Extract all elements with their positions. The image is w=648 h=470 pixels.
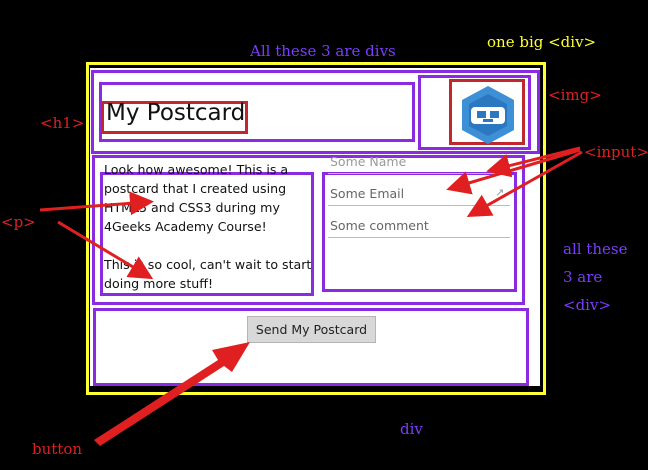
title-div-outline — [99, 82, 415, 142]
div-bottom-annotation: div — [400, 420, 423, 438]
img-annotation: <img> — [548, 86, 602, 104]
all-these-annotation-line1: all these — [563, 240, 628, 258]
comment-input[interactable]: Some comment — [328, 212, 510, 238]
arrow-input-2 — [446, 148, 581, 195]
all-these-annotation-line2: 3 are — [563, 268, 603, 286]
img-outline — [449, 79, 525, 145]
header-wrapper-div-outline — [91, 70, 540, 154]
body-wrapper-div-outline — [92, 155, 525, 305]
send-postcard-button[interactable]: Send My Postcard — [247, 316, 376, 343]
4geeks-robot-icon — [462, 86, 514, 144]
button-annotation: button — [32, 440, 83, 458]
page-title: My Postcard — [106, 100, 246, 126]
arrow-button — [94, 342, 250, 446]
h1-annotation: <h1> — [40, 114, 85, 132]
resize-handle-icon: ↗ — [495, 186, 505, 199]
text-div-outline — [100, 172, 314, 296]
p-annotation: <p> — [1, 213, 36, 231]
footer-div-outline — [93, 308, 529, 386]
one-big-div-annotation: one big <div> — [487, 33, 597, 51]
arrow-p-2 — [57, 220, 154, 280]
arrow-input-1 — [486, 146, 581, 178]
all-these-annotation-line3: <div> — [563, 296, 612, 314]
outer-div-outline — [86, 62, 546, 395]
paragraph-text-2: This is so cool, can't wait to start doi… — [104, 257, 312, 291]
input-annotation: <input> — [584, 143, 648, 161]
divs-top-annotation: All these 3 are divs — [250, 42, 396, 60]
logo-div-outline — [418, 75, 531, 150]
arrow-input-3 — [466, 150, 583, 217]
arrow-p-1 — [39, 191, 154, 216]
h1-outline — [101, 101, 248, 134]
email-input[interactable]: Some Email — [328, 180, 510, 206]
name-input[interactable]: Some Name — [328, 148, 510, 174]
